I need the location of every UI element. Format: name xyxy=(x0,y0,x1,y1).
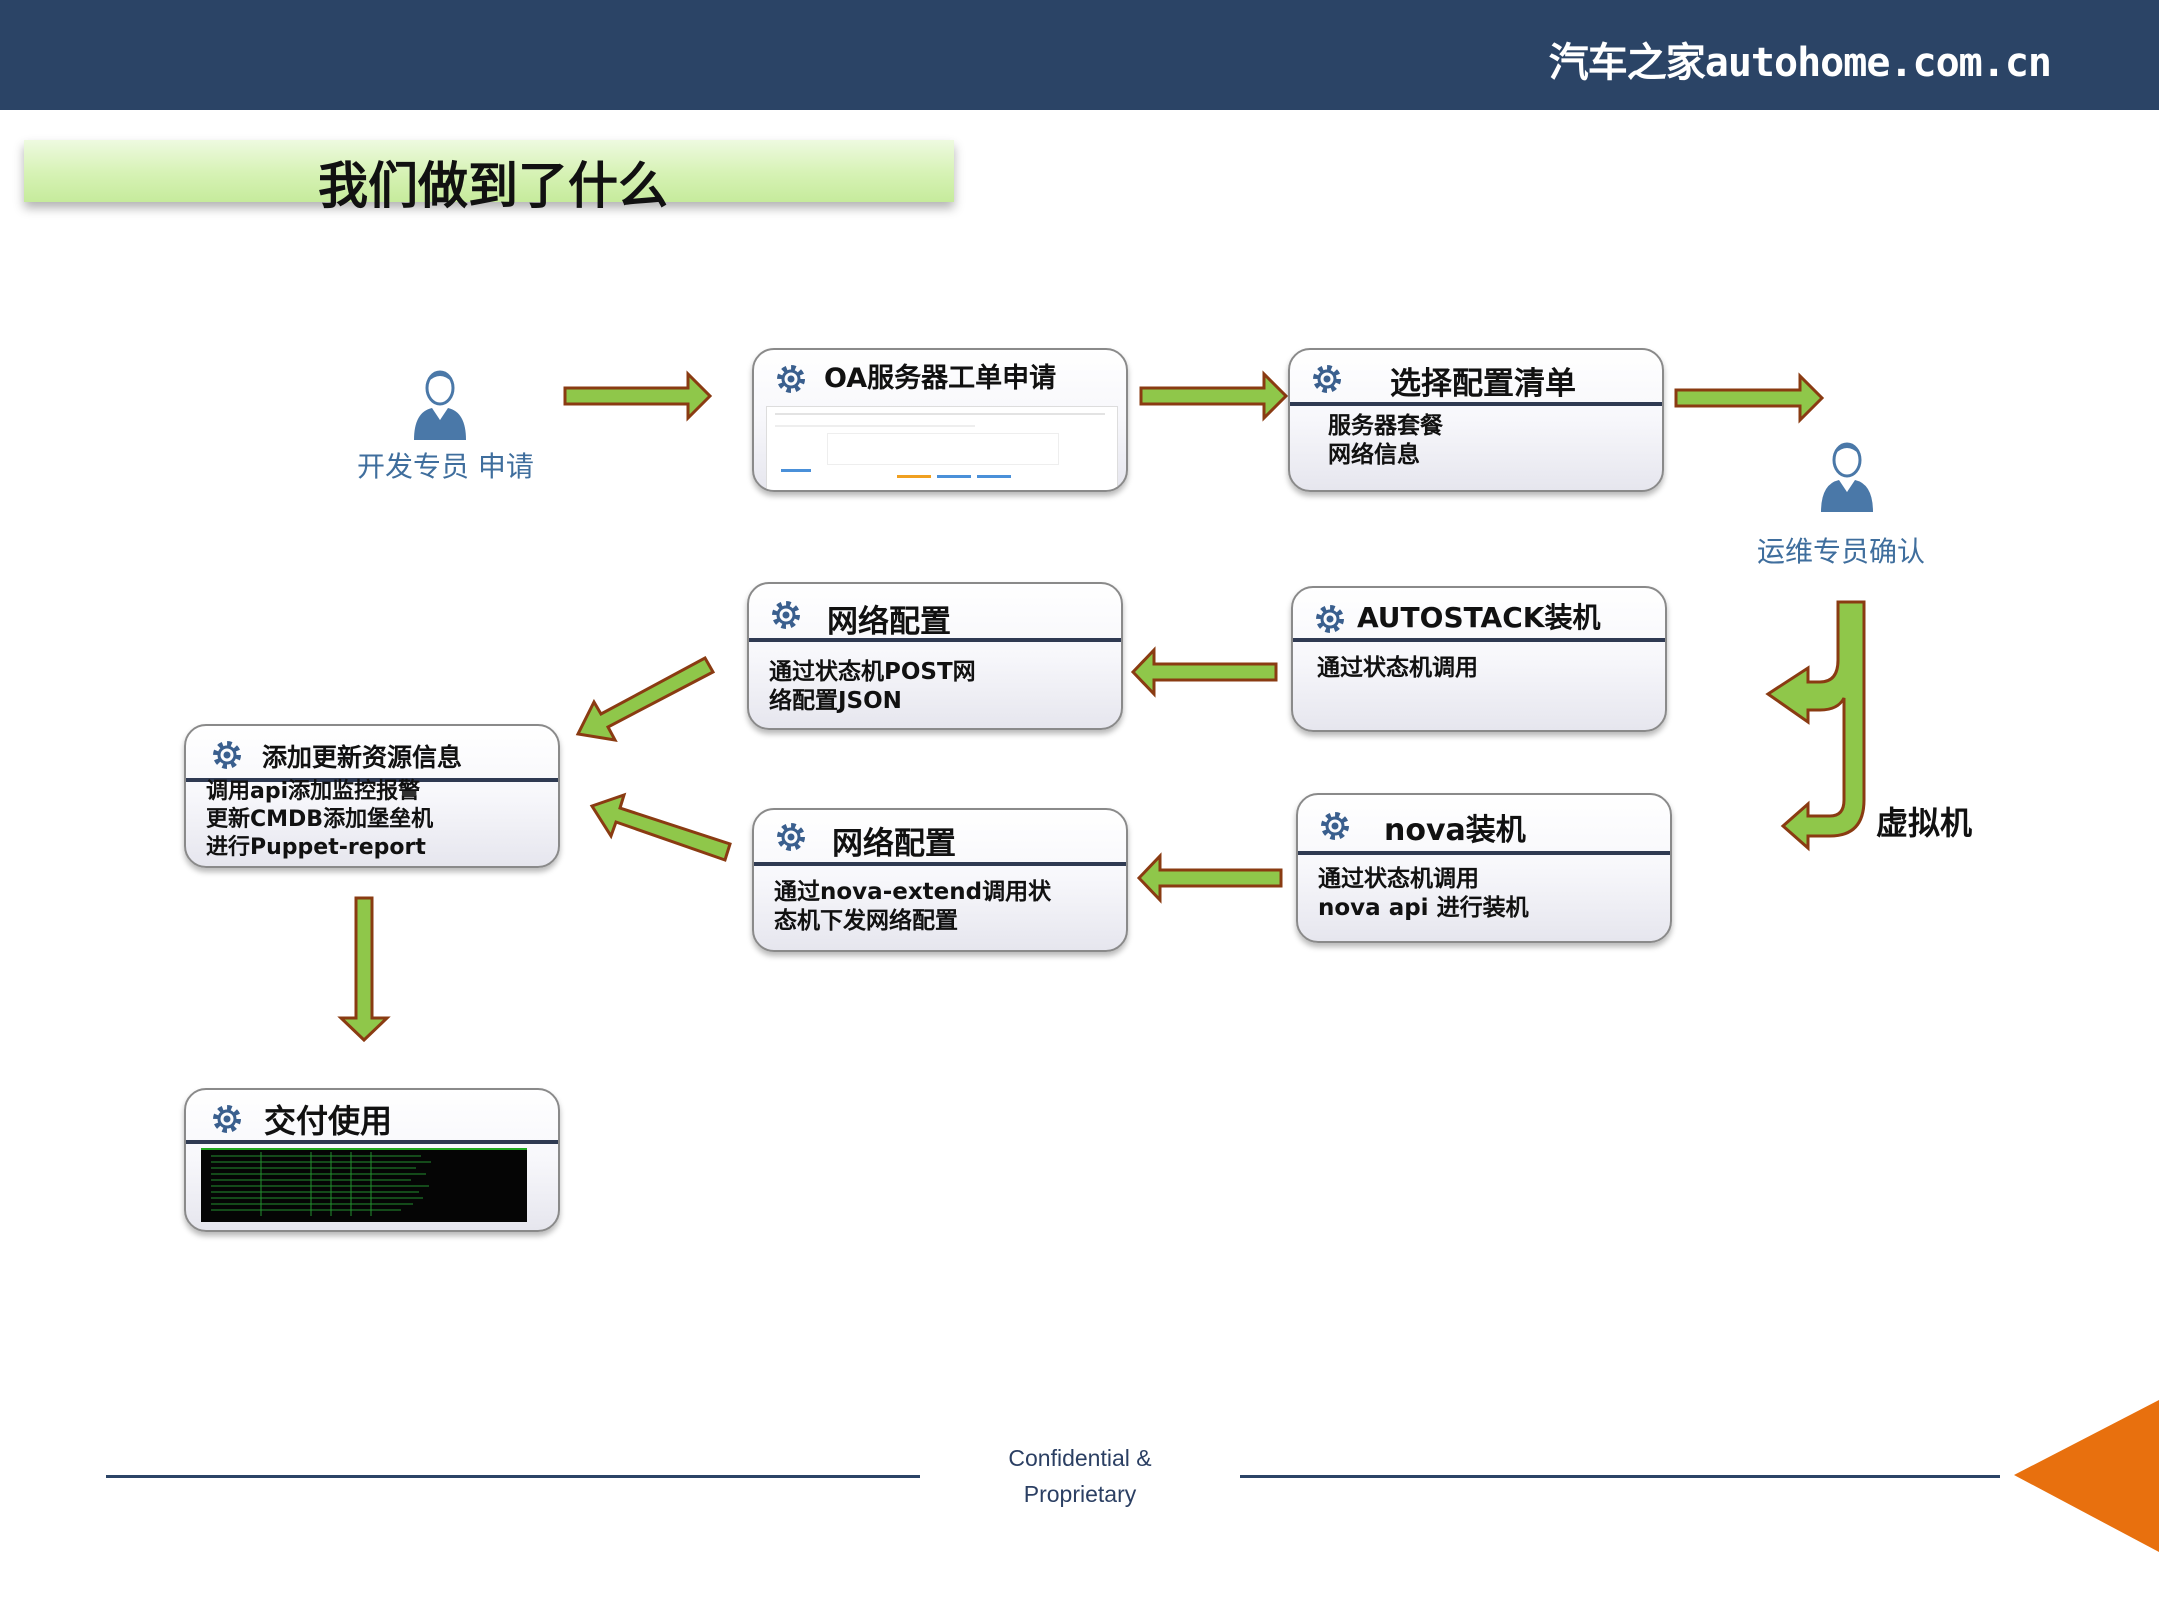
card-title: OA服务器工单申请 xyxy=(824,363,1057,394)
card-title: 网络配置 xyxy=(832,826,956,862)
card-network-config-1: 网络配置 通过状态机POST网 络配置JSON xyxy=(747,582,1123,730)
top-header-bar xyxy=(0,0,2159,110)
footer-confidential: Confidential & Proprietary xyxy=(960,1440,1200,1512)
person-icon xyxy=(1821,442,1873,512)
ops-label: 运维专员确认 xyxy=(1757,535,1926,568)
card-header xyxy=(1290,350,1662,406)
card-title: 添加更新资源信息 xyxy=(262,743,463,772)
card-deliver: 交付使用 xyxy=(184,1088,560,1232)
terminal-output xyxy=(211,1152,431,1216)
gear-icon xyxy=(1318,809,1352,843)
card-title: nova装机 xyxy=(1384,813,1526,848)
card-title: 选择配置清单 xyxy=(1390,366,1576,402)
card-update-resource: 添加更新资源信息 调用api添加监控报警 更新CMDB添加堡垒机 进行Puppe… xyxy=(184,724,560,868)
arrow-update-to-deliver xyxy=(337,896,391,1043)
footer-line: Proprietary xyxy=(1023,1481,1137,1507)
gear-icon xyxy=(774,362,808,396)
card-autostack: AUTOSTACK装机 通过状态机调用 xyxy=(1291,586,1667,732)
card-line: 调用api添加监控报警 xyxy=(206,779,421,804)
card-line: 网络信息 xyxy=(1328,442,1420,468)
card-header xyxy=(1298,795,1670,855)
card-line: 通过状态机调用 xyxy=(1317,655,1478,681)
accent-triangle xyxy=(2014,1400,2159,1552)
terminal-screenshot xyxy=(201,1148,527,1222)
gear-icon xyxy=(769,598,803,632)
brand-logo: 汽车之家autohome.com.cn xyxy=(1548,40,2052,86)
arrow-net2-to-update xyxy=(589,792,732,862)
card-select-config: 选择配置清单 服务器套餐 网络信息 xyxy=(1288,348,1664,492)
card-header xyxy=(186,726,558,782)
card-line: 更新CMDB添加堡垒机 xyxy=(206,807,434,832)
card-line: 进行Puppet-report xyxy=(206,835,426,860)
oa-form-screenshot xyxy=(766,406,1118,490)
footer-line: Confidential & xyxy=(1008,1445,1152,1471)
title-band xyxy=(24,140,954,202)
page-title: 我们做到了什么 xyxy=(318,157,668,215)
gear-icon xyxy=(1310,362,1344,396)
arrow-select-to-ops xyxy=(1674,372,1825,424)
card-header xyxy=(754,810,1126,866)
card-line: 络配置JSON xyxy=(769,688,902,714)
gear-icon xyxy=(210,1102,244,1136)
card-nova-install: nova装机 通过状态机调用 nova api 进行装机 xyxy=(1296,793,1672,943)
footer-rule-left xyxy=(106,1475,920,1478)
footer-rule-right xyxy=(1240,1475,2000,1478)
arrow-net1-to-update xyxy=(575,655,716,742)
card-title: 网络配置 xyxy=(827,604,951,640)
card-line: 通过状态机调用 xyxy=(1318,866,1479,892)
arrow-nova-to-net2 xyxy=(1136,852,1283,904)
card-line: 通过状态机POST网 xyxy=(769,659,976,685)
gear-icon xyxy=(1313,602,1347,636)
arrow-autostack-to-net1 xyxy=(1130,646,1278,698)
card-header xyxy=(1293,588,1665,642)
vm-branch-label: 虚拟机 xyxy=(1876,804,1973,842)
card-line: 通过nova-extend调用状 xyxy=(774,879,1052,905)
arrow-dev-to-oa xyxy=(563,370,713,422)
arrow-oa-to-select xyxy=(1139,370,1289,422)
card-line: nova api 进行装机 xyxy=(1318,895,1529,921)
card-line: 服务器套餐 xyxy=(1328,413,1443,439)
card-title: 交付使用 xyxy=(264,1102,393,1140)
card-oa-request: OA服务器工单申请 xyxy=(752,348,1128,492)
person-icon xyxy=(414,370,466,440)
card-network-config-2: 网络配置 通过nova-extend调用状 态机下发网络配置 xyxy=(752,808,1128,952)
arrow-ops-branch xyxy=(1765,600,1866,852)
developer-label: 开发专员 申请 xyxy=(357,450,534,483)
card-header xyxy=(749,584,1121,642)
card-line: 态机下发网络配置 xyxy=(774,908,958,934)
gear-icon xyxy=(210,738,244,772)
card-header xyxy=(186,1090,558,1144)
card-title: AUTOSTACK装机 xyxy=(1357,601,1601,634)
gear-icon xyxy=(774,820,808,854)
